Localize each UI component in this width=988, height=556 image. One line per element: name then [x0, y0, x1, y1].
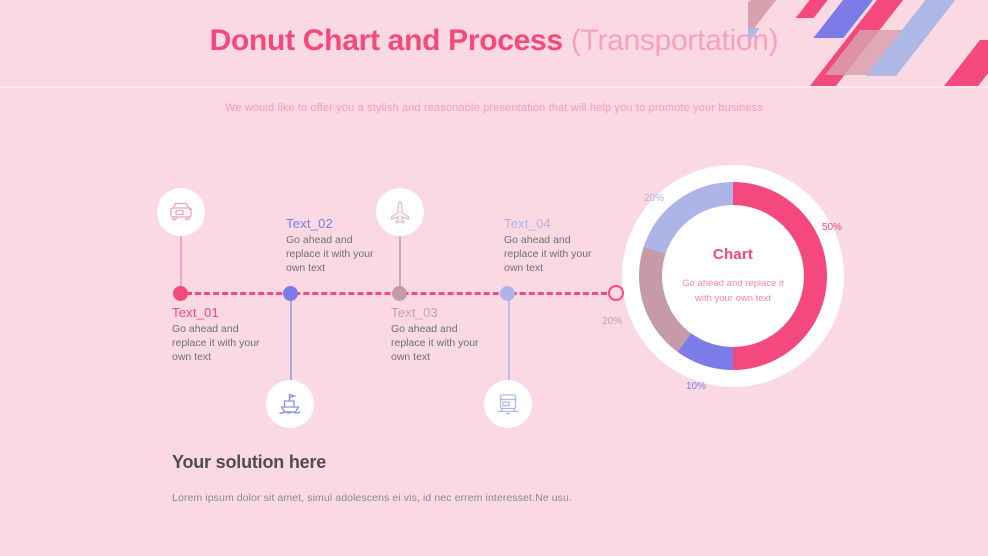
- step-body-4: Go ahead and replace it with your own te…: [504, 234, 592, 274]
- donut-pct-20-left: 20%: [602, 316, 623, 327]
- page-subtitle: We would like to offer you a stylish and…: [225, 102, 763, 114]
- timeline-node-3[interactable]: [392, 286, 407, 301]
- step-body-2: Go ahead and replace it with your own te…: [286, 234, 374, 274]
- timeline-node-4[interactable]: [500, 286, 515, 301]
- step-icon-3[interactable]: [376, 188, 424, 236]
- solution-title: Your solution here: [172, 452, 327, 472]
- solution-body: Lorem ipsum dolor sit amet, simul adoles…: [172, 492, 572, 504]
- step-body-1: Go ahead and replace it with your own te…: [172, 323, 260, 363]
- step-icon-4[interactable]: [484, 380, 532, 428]
- step-icon-1[interactable]: [157, 188, 205, 236]
- donut-chart: Chart Go ahead and replace it with your …: [602, 152, 844, 402]
- header-divider: [0, 86, 988, 88]
- page-title-sub: (Transportation): [570, 24, 779, 57]
- donut-pct-50: 50%: [822, 222, 843, 233]
- step-title-1: Text_01: [172, 305, 219, 320]
- step-title-4: Text_04: [504, 216, 551, 231]
- connector-step-4: [508, 292, 510, 382]
- page-header: Donut Chart and Process (Transportation): [0, 0, 988, 86]
- train-icon: [498, 394, 518, 415]
- page-title-main: Donut Chart and Process: [209, 24, 571, 57]
- step-icon-2[interactable]: [266, 380, 314, 428]
- page-title: Donut Chart and Process (Transportation): [0, 24, 988, 58]
- connector-step-2: [290, 292, 292, 382]
- donut-pct-20-top: 20%: [644, 193, 665, 204]
- step-title-2: Text_02: [286, 216, 333, 231]
- connector-step-3: [399, 236, 401, 292]
- timeline-node-2[interactable]: [283, 286, 298, 301]
- airplane-icon: [390, 200, 410, 224]
- step-text-1: Text_01 Go ahead and replace it with you…: [172, 305, 274, 365]
- step-body-3: Go ahead and replace it with your own te…: [391, 323, 479, 363]
- car-icon: [170, 202, 192, 221]
- timeline-node-1[interactable]: [173, 286, 188, 301]
- donut-pct-10: 10%: [686, 381, 707, 392]
- ship-icon: [279, 393, 301, 414]
- step-text-4: Text_04 Go ahead and replace it with you…: [504, 216, 606, 276]
- connector-step-1: [180, 236, 182, 292]
- donut-center-body: Go ahead and replace it with your own te…: [682, 278, 784, 304]
- donut-center-title: Chart: [712, 246, 754, 264]
- timeline-end-node[interactable]: [608, 285, 624, 301]
- step-text-2: Text_02 Go ahead and replace it with you…: [286, 216, 388, 276]
- step-title-3: Text_03: [391, 305, 438, 320]
- step-text-3: Text_03 Go ahead and replace it with you…: [391, 305, 493, 365]
- donut-center-label: Chart Go ahead and replace it with your …: [662, 205, 804, 347]
